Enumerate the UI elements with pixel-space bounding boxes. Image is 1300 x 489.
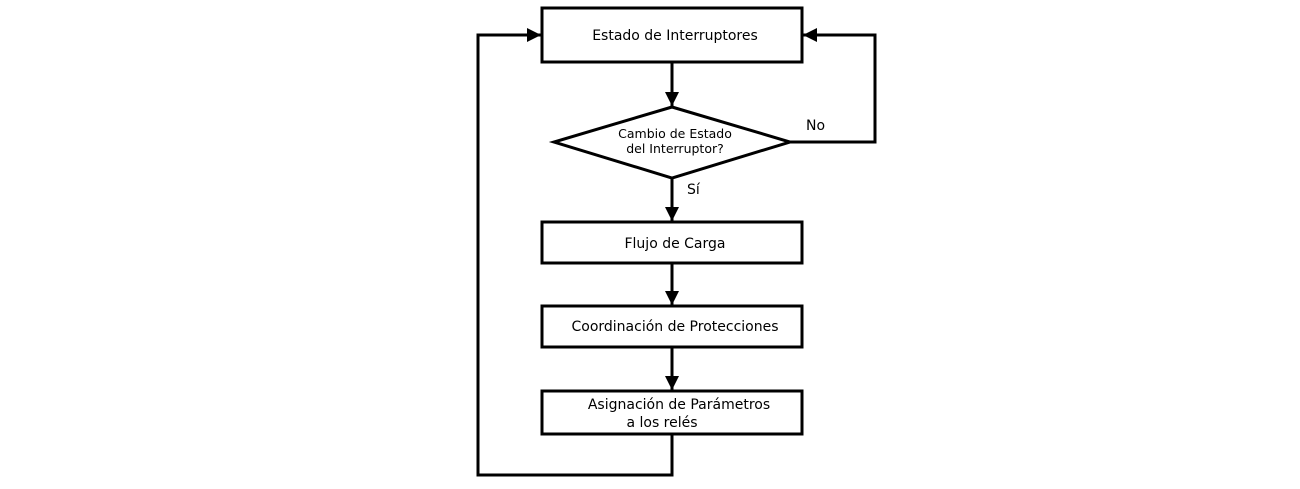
box-coordinacion-protecciones (540, 304, 804, 349)
box-estado-interruptores (540, 6, 804, 64)
box-flujo-de-carga-label: Flujo de Carga (624, 236, 725, 252)
edge-loop-back-to-estado (476, 28, 674, 477)
box-asignacion-parametros-label-line2: a los relés (626, 415, 697, 431)
box-asignacion-parametros-label-line1: Asignación de Parámetros (588, 397, 770, 413)
edge-no-label: No (806, 118, 825, 134)
edge-si-label: Sí (687, 182, 701, 198)
box-estado-interruptores-label: Estado de Interruptores (592, 28, 758, 44)
decision-label-line1: Cambio de Estado (618, 126, 732, 141)
edge-no-loop (790, 28, 877, 144)
box-coordinacion-protecciones-label: Coordinación de Protecciones (571, 319, 778, 335)
decision-label-line2: del Interruptor? (626, 141, 724, 156)
